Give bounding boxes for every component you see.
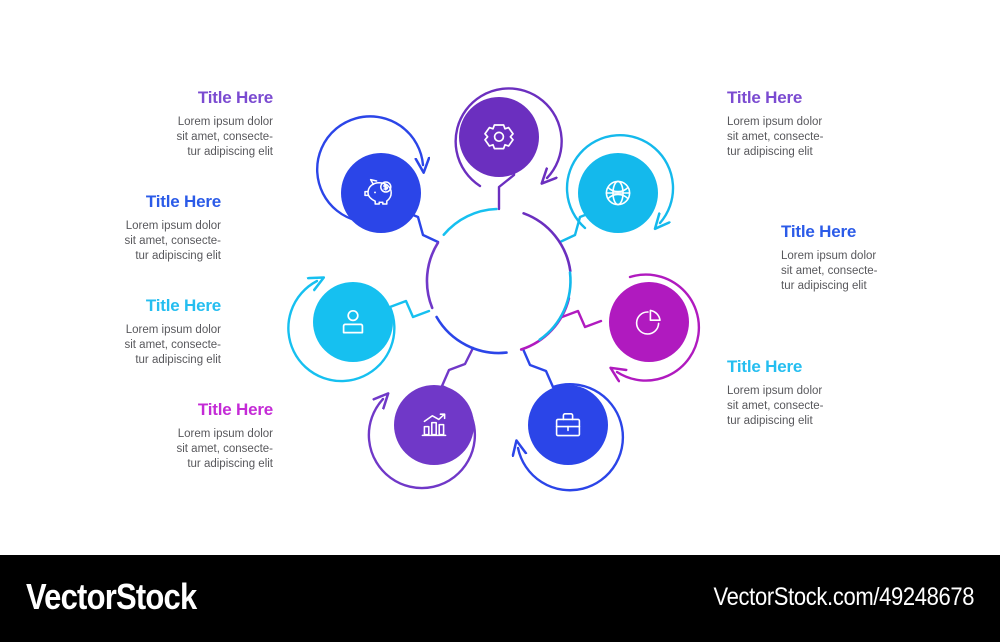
label-right-2: Title Here Lorem ipsum dolor sit amet, c… — [781, 222, 981, 293]
body-line: tur adipiscing elit — [135, 249, 221, 262]
body-line: sit amet, consecte- — [124, 338, 221, 351]
hub-arc-magenta — [519, 297, 571, 351]
globe-icon — [605, 180, 631, 206]
node-growth[interactable] — [367, 384, 476, 490]
node-briefcase-disc[interactable] — [528, 385, 608, 465]
body-line: Lorem ipsum dolor — [781, 250, 877, 262]
label-left-1-title: Title Here — [197, 88, 273, 107]
label-right-2-title: Title Here — [781, 222, 857, 241]
body-line: tur adipiscing elit — [727, 145, 813, 158]
node-pie[interactable] — [609, 273, 701, 381]
spoke-user — [388, 299, 431, 319]
label-left-3: Title Here Lorem ipsum dolor sit amet, c… — [21, 296, 221, 367]
gear-icon — [484, 124, 514, 150]
infographic-canvas: Title Here Lorem ipsum dolor sit amet, c… — [21, 65, 981, 505]
node-gear[interactable] — [454, 87, 563, 188]
label-left-1-body: Lorem ipsum dolor sit amet, consecte- tu… — [73, 115, 273, 159]
briefcase-icon — [555, 413, 581, 437]
body-line: Lorem ipsum dolor — [727, 385, 823, 397]
node-briefcase[interactable] — [518, 383, 625, 492]
body-line: tur adipiscing elit — [727, 414, 813, 427]
spoke-pie — [560, 309, 603, 329]
label-right-3-title: Title Here — [727, 357, 803, 376]
label-left-4-body: Lorem ipsum dolor sit amet, consecte- tu… — [73, 427, 273, 471]
body-line: tur adipiscing elit — [187, 457, 273, 470]
body-line: tur adipiscing elit — [781, 279, 867, 292]
hub-arc-violet — [425, 241, 440, 310]
label-left-1: Title Here Lorem ipsum dolor sit amet, c… — [73, 88, 273, 159]
label-right-3: Title Here Lorem ipsum dolor sit amet, c… — [727, 357, 927, 428]
label-left-4: Title Here Lorem ipsum dolor sit amet, c… — [73, 400, 273, 471]
spoke-briefcase — [521, 347, 555, 389]
bar-growth-icon — [421, 413, 447, 437]
node-gear-ring — [454, 87, 563, 188]
label-right-1-body: Lorem ipsum dolor sit amet, consecte- tu… — [727, 115, 927, 159]
label-right-1: Title Here Lorem ipsum dolor sit amet, c… — [727, 88, 927, 159]
node-user-disc[interactable] — [313, 282, 393, 362]
watermark-footer: VectorStock VectorStock.com/49248678 — [0, 555, 1000, 642]
node-globe[interactable] — [565, 134, 675, 233]
node-user-ring — [287, 281, 396, 383]
node-briefcase-ring — [518, 383, 625, 492]
node-user[interactable] — [287, 281, 396, 383]
center-hub — [425, 207, 572, 355]
body-line: Lorem ipsum dolor — [125, 220, 221, 232]
body-line: Lorem ipsum dolor — [177, 116, 273, 128]
node-pie-ring — [617, 273, 701, 381]
label-left-4-title: Title Here — [197, 400, 273, 419]
body-line: sit amet, consecte- — [124, 234, 221, 247]
body-line: sit amet, consecte- — [176, 442, 273, 455]
piggy-bank-icon — [364, 178, 392, 205]
pie-chart-icon — [635, 309, 661, 335]
user-icon — [342, 309, 364, 334]
body-line: sit amet, consecte- — [176, 130, 273, 143]
node-gear-disc[interactable] — [459, 97, 539, 177]
body-line: Lorem ipsum dolor — [727, 116, 823, 128]
body-line: tur adipiscing elit — [135, 353, 221, 366]
hub-arc-purple — [522, 212, 572, 273]
node-growth-disc[interactable] — [394, 385, 474, 465]
spoke-growth — [440, 346, 475, 388]
node-globe-ring — [565, 134, 675, 228]
body-line: Lorem ipsum dolor — [177, 428, 273, 440]
vectorstock-logo: VectorStock — [26, 576, 197, 617]
hub-arc-sky — [442, 207, 498, 236]
node-pie-disc[interactable] — [609, 282, 689, 362]
cycle-diagram — [275, 65, 725, 505]
node-piggy-disc[interactable] — [341, 153, 421, 233]
connector-spokes — [388, 159, 603, 389]
label-right-2-body: Lorem ipsum dolor sit amet, consecte- tu… — [781, 249, 981, 293]
body-line: sit amet, consecte- — [727, 399, 824, 412]
label-left-2-body: Lorem ipsum dolor sit amet, consecte- tu… — [21, 219, 221, 263]
hub-arc-cyan — [538, 271, 572, 341]
label-left-3-title: Title Here — [145, 296, 221, 315]
label-right-3-body: Lorem ipsum dolor sit amet, consecte- tu… — [727, 384, 927, 428]
label-left-2: Title Here Lorem ipsum dolor sit amet, c… — [21, 192, 221, 263]
label-left-3-body: Lorem ipsum dolor sit amet, consecte- tu… — [21, 323, 221, 367]
hub-arc-blue — [435, 315, 508, 355]
body-line: sit amet, consecte- — [781, 264, 878, 277]
body-line: tur adipiscing elit — [187, 145, 273, 158]
label-right-1-title: Title Here — [727, 88, 803, 107]
body-line: Lorem ipsum dolor — [125, 324, 221, 336]
node-piggy[interactable] — [315, 115, 423, 233]
vectorstock-url: VectorStock.com/49248678 — [713, 583, 974, 611]
label-left-2-title: Title Here — [145, 192, 221, 211]
body-line: sit amet, consecte- — [727, 130, 824, 143]
